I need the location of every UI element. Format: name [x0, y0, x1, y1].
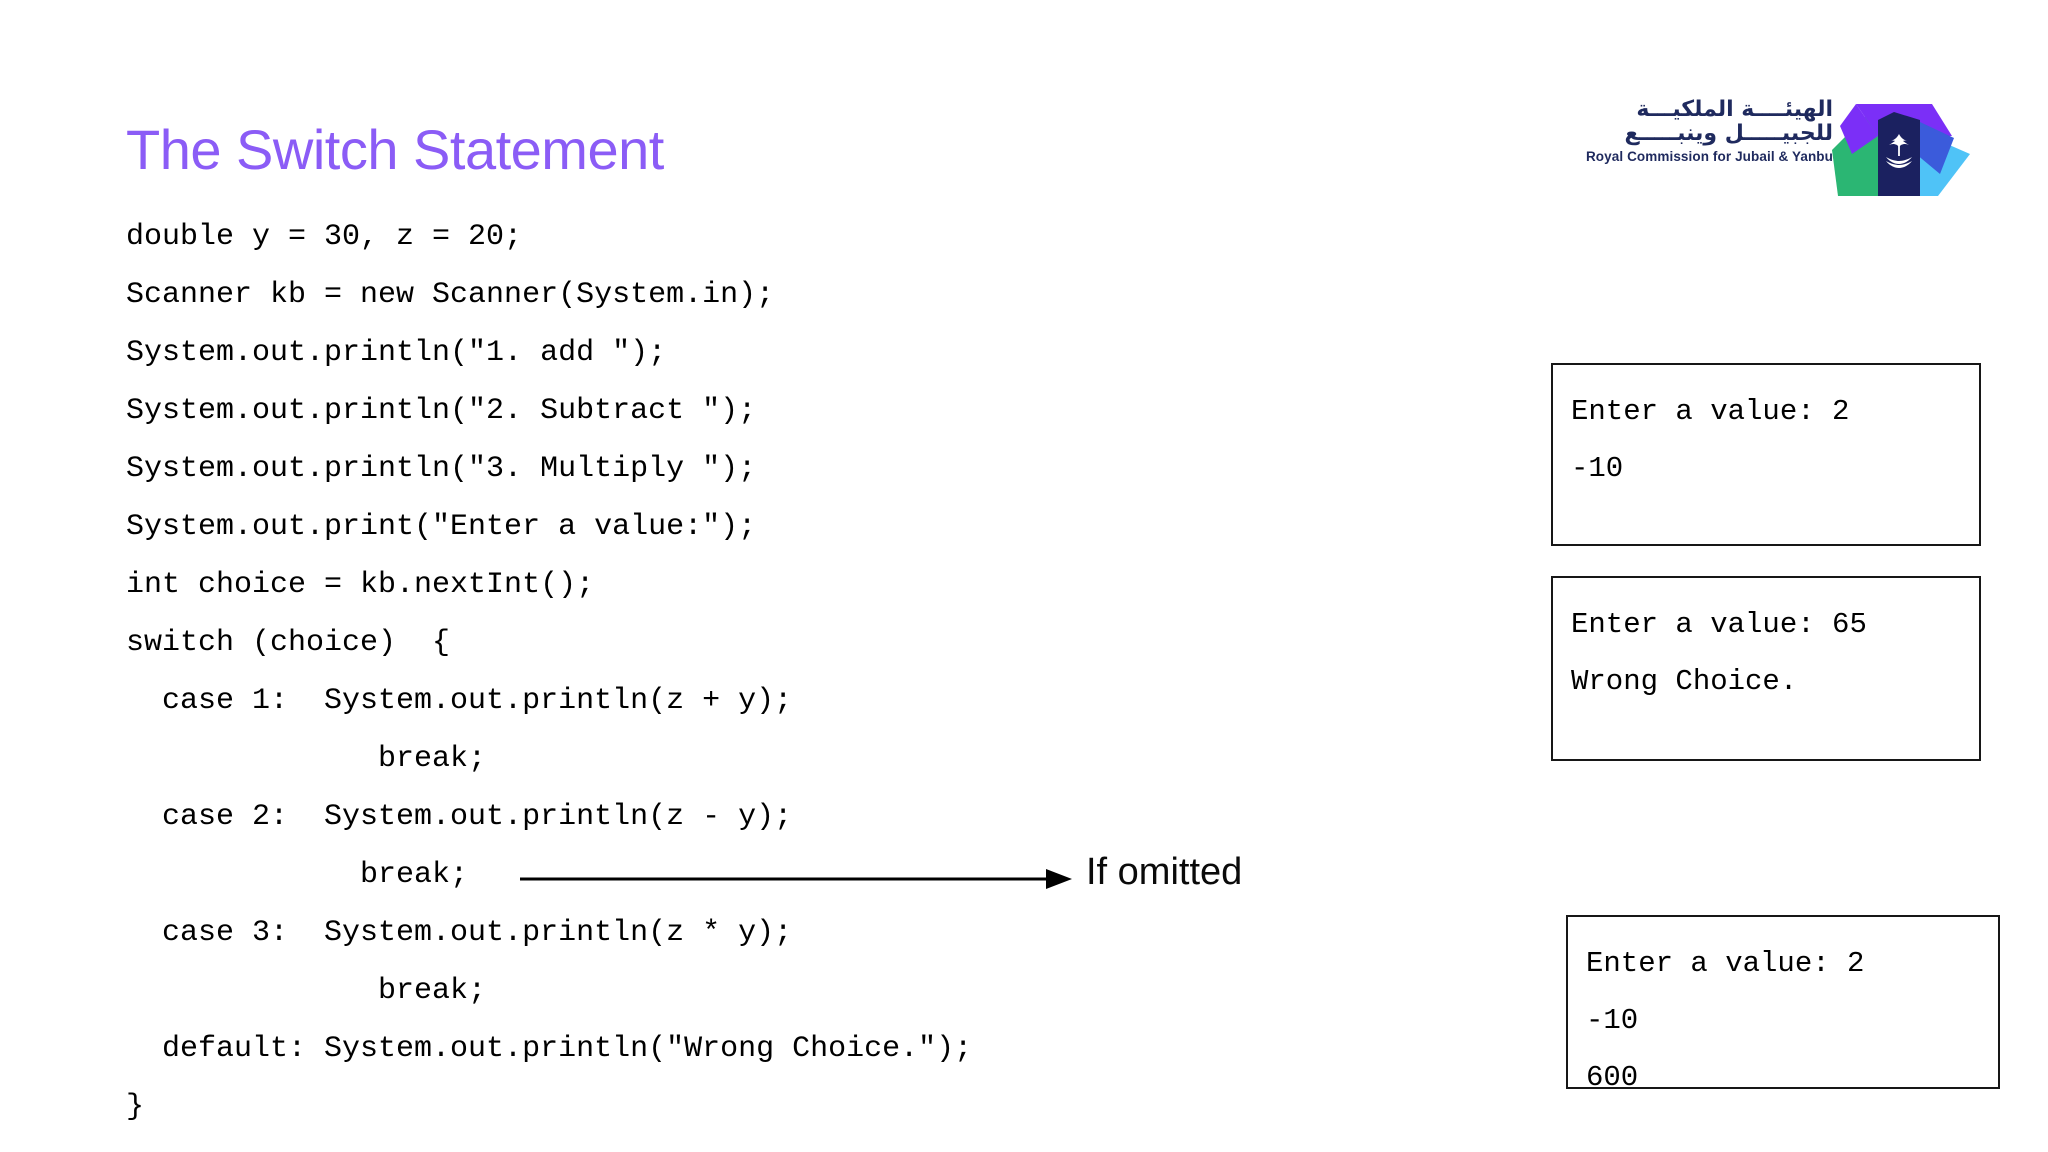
organization-logo: الهيئــــة الملكيـــة للجبيـــــل وينبــ… [1575, 92, 1975, 202]
logo-text-block: الهيئــــة الملكيـــة للجبيـــــل وينبــ… [1575, 98, 1833, 164]
code-line: default: System.out.println("Wrong Choic… [126, 1032, 973, 1066]
output-line: -10 [1586, 1004, 1639, 1037]
code-line: int choice = kb.nextInt(); [126, 568, 595, 602]
code-line: break; [126, 974, 487, 1008]
code-line: System.out.println("2. Subtract "); [126, 394, 757, 428]
output-console-3: Enter a value: 2 -10 600 [1566, 915, 2000, 1094]
output-line: Enter a value: 65 [1571, 608, 1867, 641]
output-console-2: Enter a value: 65 Wrong Choice. [1551, 576, 1981, 761]
output-line: -10 [1571, 452, 1624, 485]
code-line: case 1: System.out.println(z + y); [126, 684, 793, 718]
code-line: break; [126, 742, 487, 776]
output-line: Enter a value: 2 [1571, 395, 1850, 428]
code-line: double y = 30, z = 20; [126, 220, 523, 254]
annotation-arrow-icon [520, 869, 1072, 889]
output-line: Enter a value: 2 [1586, 947, 1865, 980]
page-title: The Switch Statement [126, 118, 664, 181]
logo-emblem-icon [1832, 104, 1970, 196]
output-console-1: Enter a value: 2 -10 [1551, 363, 1981, 546]
code-line: case 2: System.out.println(z - y); [126, 800, 793, 834]
code-line: System.out.println("1. add "); [126, 336, 667, 370]
output-line: 600 [1586, 1061, 1639, 1094]
code-line: System.out.println("3. Multiply "); [126, 452, 757, 486]
code-line: switch (choice) { [126, 626, 451, 660]
output-line: Wrong Choice. [1571, 665, 1798, 698]
annotation-label: If omitted [1086, 851, 1243, 893]
logo-english-name: Royal Commission for Jubail & Yanbu [1585, 148, 1833, 164]
code-line: case 3: System.out.println(z * y); [126, 916, 793, 950]
code-block: double y = 30, z = 20; Scanner kb = new … [126, 208, 1426, 1136]
logo-arabic-line-2: للجبيـــــل وينبـــــع [1624, 120, 1833, 146]
code-line: break; [126, 858, 469, 892]
logo-arabic-line-1: الهيئــــة الملكيـــة [1636, 97, 1833, 122]
code-line: } [126, 1090, 145, 1124]
code-line: System.out.print("Enter a value:"); [126, 510, 757, 544]
code-line: Scanner kb = new Scanner(System.in); [126, 278, 775, 312]
